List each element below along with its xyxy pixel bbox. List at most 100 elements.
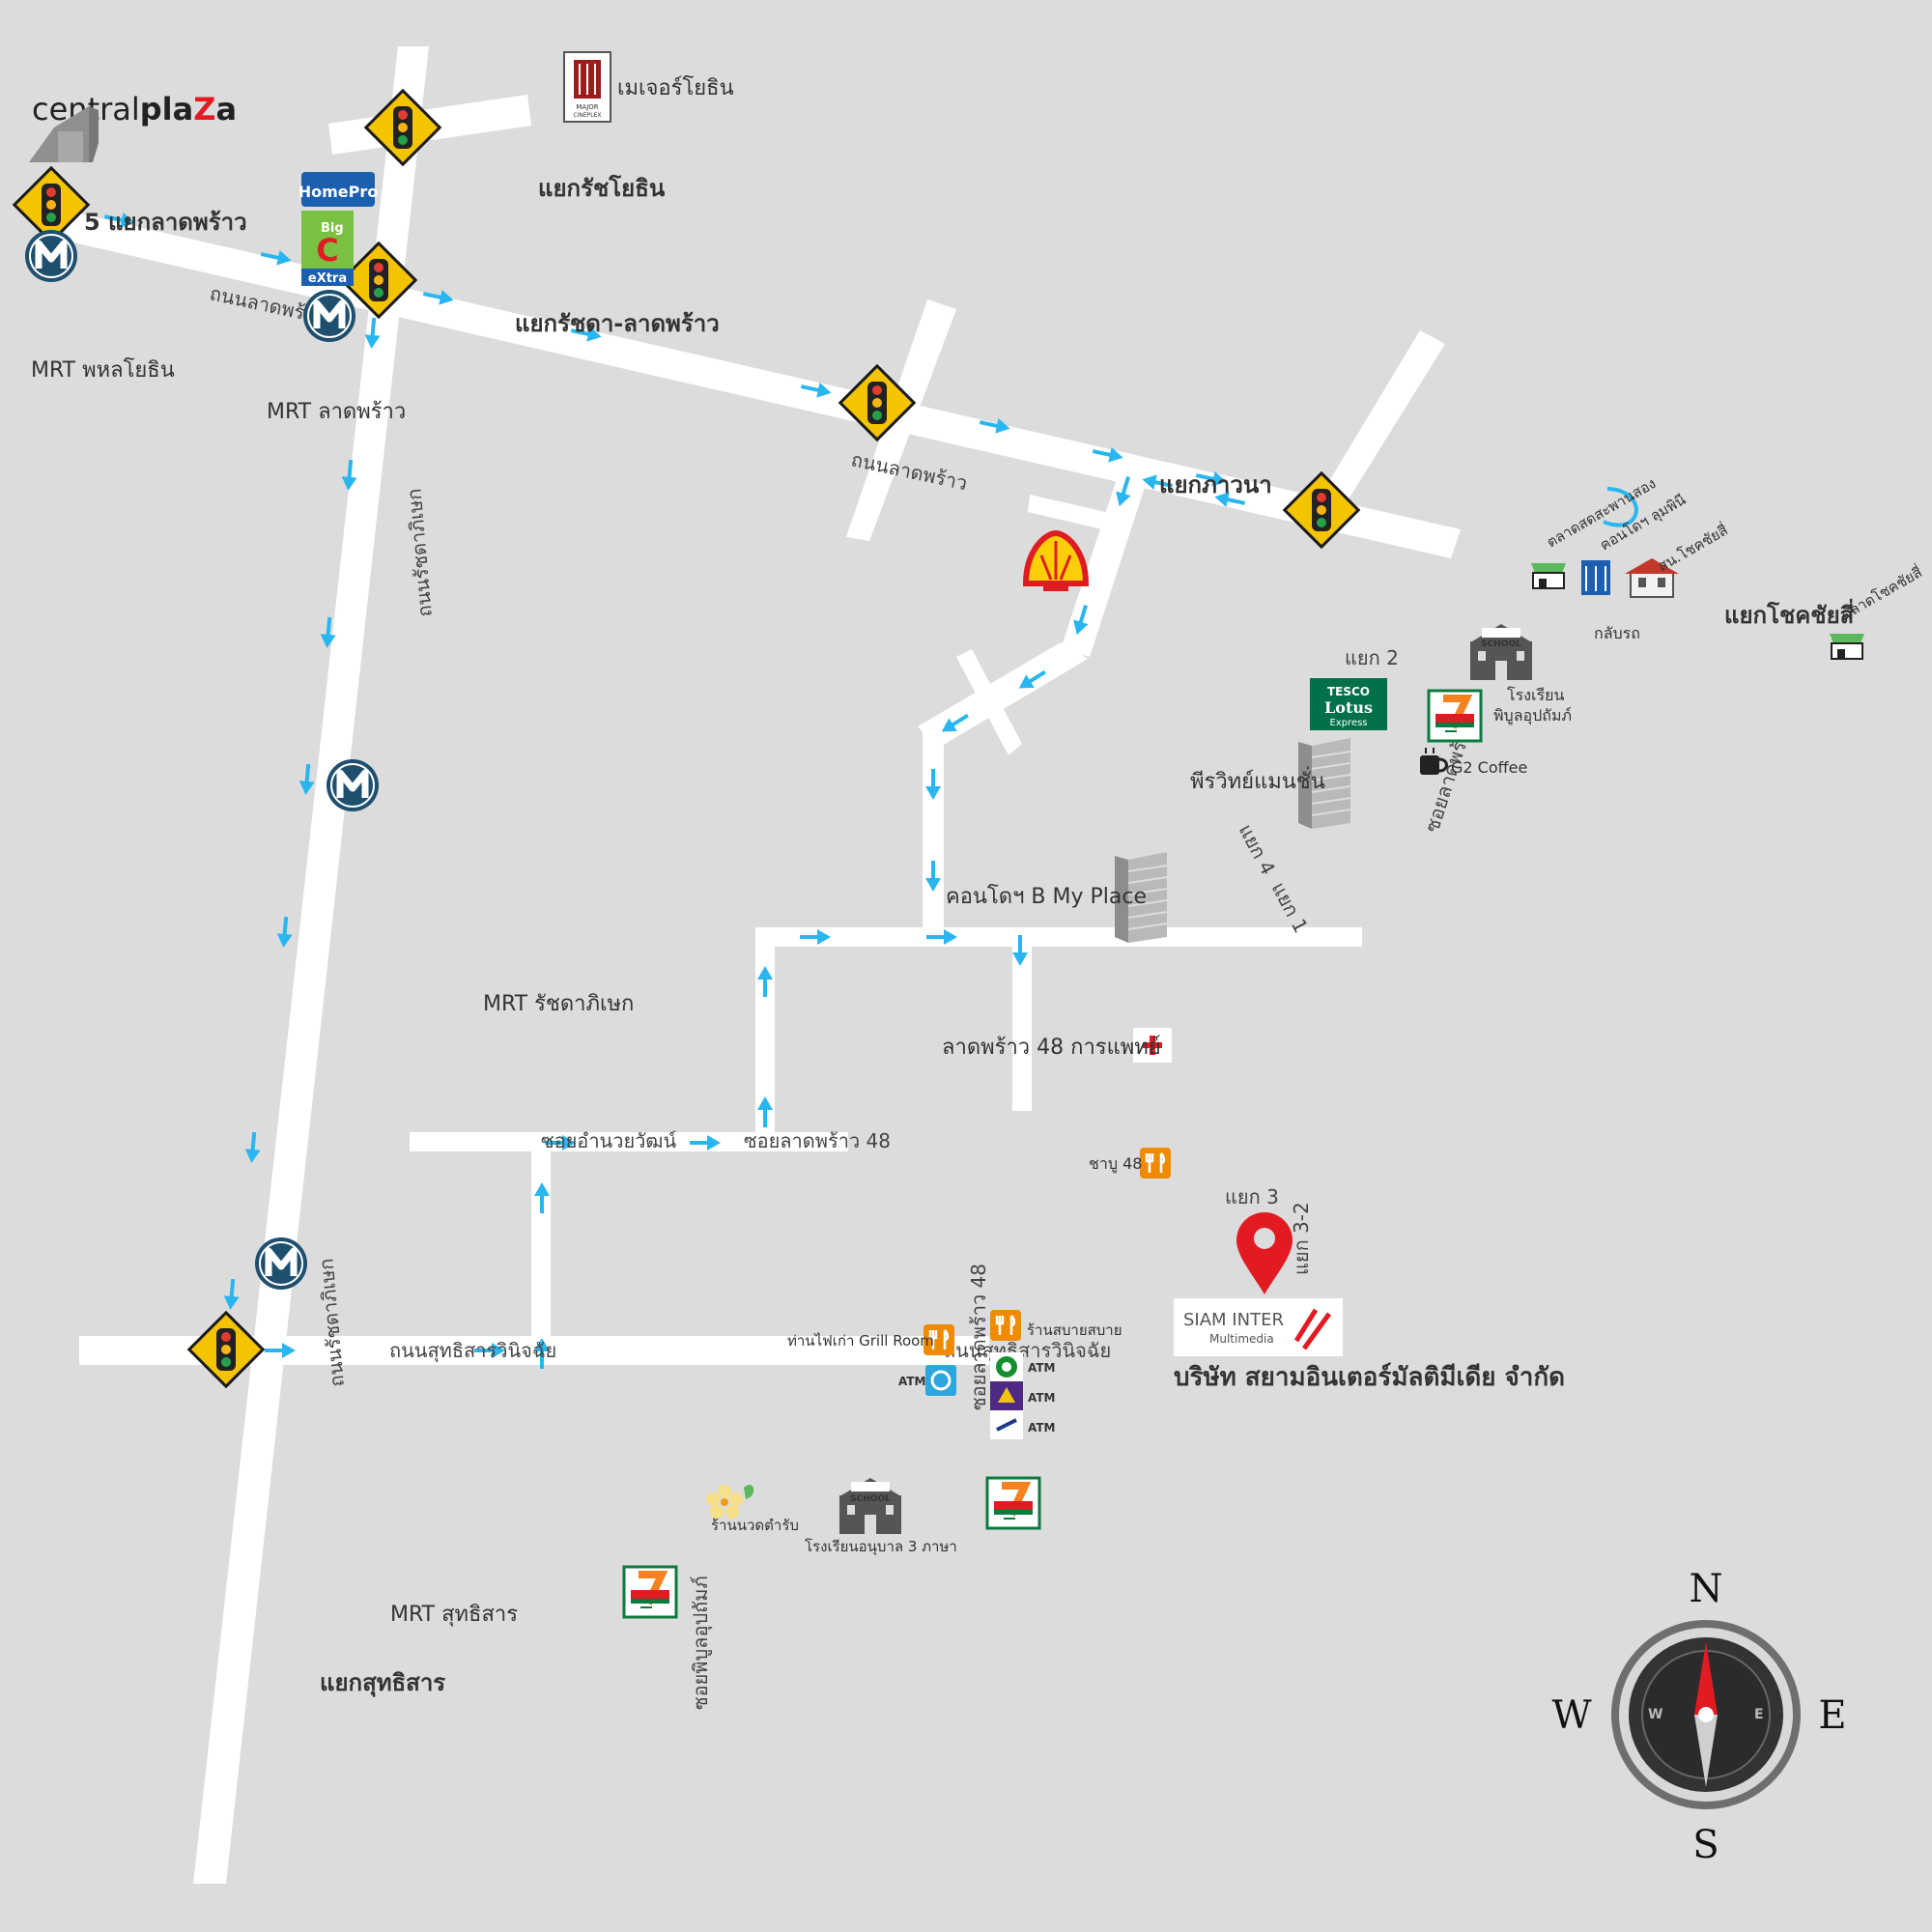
bangkokbank-atm-icon bbox=[990, 1410, 1023, 1439]
market-icon bbox=[1829, 633, 1865, 660]
seven-eleven-icon bbox=[987, 1478, 1039, 1528]
coffee-icon bbox=[1420, 748, 1448, 775]
label-kindergarten: โรงเรียนอนุบาล 3 ภาษา bbox=[805, 1538, 957, 1556]
compass-east: E bbox=[1818, 1693, 1846, 1738]
location-pin-icon bbox=[1236, 1212, 1293, 1294]
svg-text:SCHOOL: SCHOOL bbox=[850, 1494, 891, 1504]
label-atm-4: ATM bbox=[1028, 1421, 1055, 1435]
krungthai-atm-icon bbox=[925, 1365, 956, 1396]
road-label-soi-phibun: ซอยพิบูลอุปถัมภ์ bbox=[689, 1576, 713, 1710]
label-mrt-ladprao: MRT ลาดพร้าว bbox=[267, 400, 406, 424]
label-atm-2: ATM bbox=[1028, 1361, 1055, 1375]
label-school-phibun-2: พิบูลอุปถัมภ์ bbox=[1493, 706, 1572, 725]
svg-text:SIAM INTER: SIAM INTER bbox=[1183, 1310, 1284, 1330]
shell-icon bbox=[1022, 529, 1090, 591]
label-mrt-sutthisan: MRT สุทธิสาร bbox=[390, 1603, 518, 1627]
label-school-phibun-1: โรงเรียน bbox=[1507, 686, 1564, 704]
road-label-soi-amnuay: ซอยอำนวยวัฒน์ bbox=[541, 1129, 676, 1152]
school-icon bbox=[1470, 624, 1532, 680]
label-atm-3: ATM bbox=[1028, 1391, 1055, 1405]
label-clinic: ลาดพร้าว 48 การแพทย์ bbox=[942, 1036, 1161, 1060]
label-mrt-phahon: MRT พหลโยธิน bbox=[31, 357, 175, 383]
flower-icon bbox=[706, 1485, 754, 1519]
road-label-sutthisan-1: ถนนสุทธิสารวินิจฉัย bbox=[389, 1339, 556, 1363]
label-u-turn: กลับรถ bbox=[1594, 624, 1640, 642]
label-ratchayothin: แยกรัชโยธิน bbox=[538, 174, 666, 202]
hospital-icon bbox=[1133, 1028, 1172, 1063]
label-sabai: ร้านสบายสบาย bbox=[1027, 1321, 1122, 1339]
label-phawana: แยกภาวนา bbox=[1159, 471, 1272, 498]
label-b-my-place: คอนโดฯ B My Place bbox=[946, 884, 1147, 909]
svg-text:TESCO: TESCO bbox=[1327, 685, 1370, 698]
mrt-icon bbox=[327, 759, 379, 811]
svg-text:HomePro: HomePro bbox=[298, 183, 379, 201]
road-label-sutthisan-2: ถนนสุทธิสารวินิจฉัย bbox=[944, 1339, 1111, 1363]
compass-icon: W E bbox=[1611, 1620, 1801, 1809]
mrt-icon bbox=[303, 290, 355, 342]
compass-west: W bbox=[1551, 1693, 1591, 1738]
condo-icon bbox=[1581, 560, 1610, 595]
svg-text:Express: Express bbox=[1329, 718, 1367, 728]
mrt-icon bbox=[255, 1237, 307, 1290]
svg-text:E: E bbox=[1754, 1707, 1764, 1722]
label-atm-1: ATM bbox=[898, 1375, 925, 1388]
label-five-intersection: 5 แยกลาดพร้าว bbox=[84, 209, 247, 236]
label-g2-coffee: G2 Coffee bbox=[1451, 758, 1527, 777]
mrt-icon bbox=[25, 230, 77, 282]
svg-text:Multimedia: Multimedia bbox=[1209, 1332, 1274, 1346]
road-yaek4 bbox=[956, 649, 1022, 755]
school-icon bbox=[839, 1478, 901, 1534]
label-major: เมเจอร์โยธิน bbox=[617, 75, 734, 100]
label-shabu: ชาบู 48 bbox=[1089, 1154, 1142, 1174]
road-ladprao bbox=[61, 213, 1461, 558]
road-ratchada bbox=[193, 46, 429, 1884]
road-label-soi48-mid: ซอยลาดพร้าว 48 bbox=[744, 1129, 891, 1152]
road-label-yaek3: แยก 3 bbox=[1225, 1185, 1279, 1208]
label-peerawit: พีรวิทย์แมนชั่น bbox=[1190, 766, 1325, 794]
bigc-logo: Big C eXtra bbox=[301, 211, 354, 286]
roads bbox=[61, 46, 1461, 1884]
road-label-ratchada-1: ถนนรัชดาภิเษก bbox=[402, 488, 437, 618]
road-label-yaek4: แยก 4 bbox=[1235, 820, 1280, 879]
svg-text:MAJOR: MAJOR bbox=[576, 103, 598, 111]
road-label-yaek2: แยก 2 bbox=[1345, 646, 1399, 669]
label-ratchada-ladprao: แยกรัชดา-ลาดพร้าว bbox=[515, 310, 720, 337]
road-yaek2 bbox=[1028, 495, 1122, 533]
svg-text:W: W bbox=[1648, 1707, 1662, 1722]
road-phawana bbox=[846, 299, 956, 541]
svg-text:Lotus: Lotus bbox=[1324, 698, 1373, 717]
restaurant-icon bbox=[988, 1308, 1023, 1343]
label-mrt-ratchada: MRT รัชดาภิเษก bbox=[483, 992, 634, 1016]
label-massage: ร้านนวดตำรับ bbox=[711, 1517, 799, 1534]
svg-text:SCHOOL: SCHOOL bbox=[1481, 639, 1521, 649]
market-icon bbox=[1530, 562, 1567, 589]
seven-eleven-icon bbox=[1429, 691, 1481, 741]
u-turn-arrow bbox=[1603, 487, 1638, 527]
svg-text:centralplaZa: centralplaZa bbox=[32, 91, 237, 128]
central-building-icon bbox=[29, 106, 99, 162]
label-market-chokchai: ตลาดโชคชัยสี่ bbox=[1837, 561, 1925, 623]
label-sutthisan: แยกสุทธิสาร bbox=[320, 1669, 445, 1698]
road-label-yaek3-2: แยก 3-2 bbox=[1290, 1202, 1313, 1275]
label-grill-room: ท่านไฟเก่า Grill Room bbox=[787, 1332, 934, 1350]
label-chokchai4: แยกโชคชัยสี่ bbox=[1724, 598, 1855, 629]
svg-text:eXtra: eXtra bbox=[308, 271, 347, 286]
homepro-logo: HomePro bbox=[298, 172, 379, 207]
label-police-chokchai: สน.โชคชัยสี่ bbox=[1654, 520, 1731, 576]
siam-inter-logo: SIAM INTER Multimedia bbox=[1174, 1298, 1343, 1356]
svg-text:Big: Big bbox=[321, 221, 344, 236]
route-arrows bbox=[100, 207, 1638, 1371]
major-cineplex-logo: MAJOR CINEPLEX bbox=[563, 51, 611, 123]
central-plaza-logo: centralplaZa bbox=[32, 91, 237, 128]
road-yaek3-2 bbox=[1012, 939, 1032, 1111]
compass-south: S bbox=[1692, 1823, 1719, 1867]
road-yaek3 bbox=[755, 927, 1362, 947]
road-label-ratchada-2: ถนนรัชดาภิเษก bbox=[314, 1258, 349, 1388]
seven-eleven-icon bbox=[624, 1567, 676, 1617]
compass-north: N bbox=[1690, 1567, 1723, 1611]
road-soi-phibun bbox=[531, 1140, 551, 1348]
road-label-soi48-lower: ซอยลาดพร้าว 48 bbox=[967, 1264, 990, 1410]
road-chokchai-north bbox=[1323, 330, 1445, 502]
svg-text:CINEPLEX: CINEPLEX bbox=[573, 112, 601, 119]
